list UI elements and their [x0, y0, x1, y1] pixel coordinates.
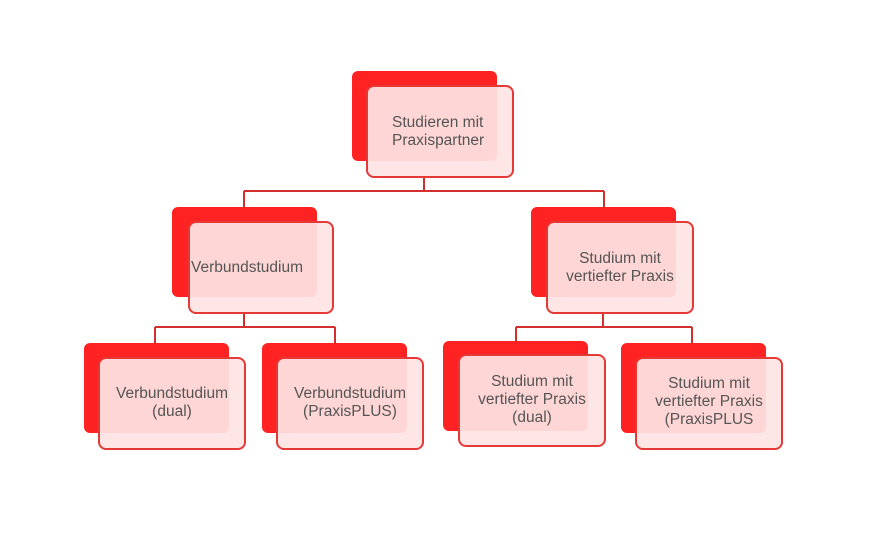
- label-line: vertiefter Praxis: [566, 267, 674, 285]
- label-line: (PraxisPLUS: [664, 411, 754, 428]
- node-label: Verbundstudium (PraxisPLUS): [276, 357, 424, 450]
- label-line: Studium mit: [579, 249, 661, 267]
- label-line: Studium mit: [491, 373, 573, 390]
- node-label: Verbundstudium: [188, 221, 306, 314]
- label-line: (dual): [152, 403, 192, 420]
- node-label: Studieren mit Praxispartner: [366, 85, 542, 178]
- label-line: Studium mit: [668, 375, 750, 392]
- label-line: Studieren mit: [392, 113, 484, 131]
- label-line: Verbundstudium: [190, 258, 304, 276]
- node-box: [188, 221, 334, 314]
- label-line: vertiefter Praxis: [478, 391, 586, 408]
- node-label: Studium mit vertiefter Praxis (PraxisPLU…: [635, 357, 783, 450]
- node-box: [276, 357, 424, 450]
- node-box: [458, 354, 606, 447]
- label-line: Verbundstudium: [293, 385, 407, 402]
- node-box: [546, 221, 694, 314]
- node-box: [635, 357, 783, 450]
- label-line: vertiefter Praxis: [655, 393, 763, 410]
- node-box: [366, 85, 514, 178]
- label-line: (dual): [512, 409, 552, 426]
- node-label: Studium mit vertiefter Praxis: [546, 221, 694, 314]
- label-line: (PraxisPLUS): [303, 403, 397, 420]
- label-line: Verbundstudium: [115, 385, 229, 402]
- node-box: [98, 357, 246, 450]
- node-label: Studium mit vertiefter Praxis (dual): [458, 354, 606, 447]
- node-label: Verbundstudium (dual): [98, 357, 246, 450]
- label-line: Praxispartner: [392, 131, 485, 149]
